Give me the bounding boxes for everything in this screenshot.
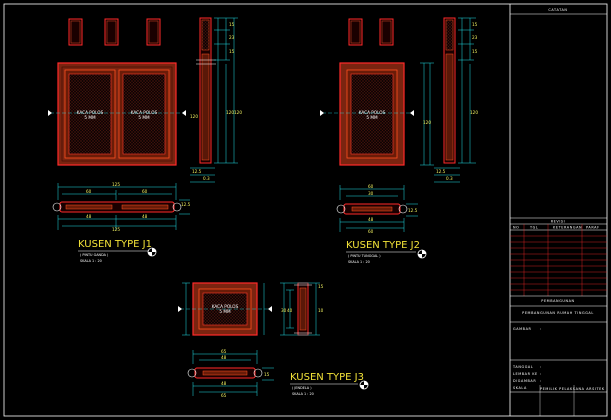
j2-glass-label-2: 5 MM bbox=[366, 115, 378, 120]
j2-dim-side-0: 15 bbox=[472, 22, 478, 27]
revision-col-tgl: TGL bbox=[529, 226, 538, 230]
j1-dim-side-4: 120 bbox=[226, 110, 234, 115]
title-block: CATATAN REVISI NO TGL KETERANGAN PARAF P… bbox=[509, 4, 607, 416]
revision-col-no: NO bbox=[513, 226, 519, 230]
j2-dim-side-4: 120 bbox=[470, 110, 478, 115]
j1-dim-top-1: 60 bbox=[86, 189, 92, 194]
j1-title: KUSEN TYPE J1 bbox=[78, 239, 152, 250]
j2-subtitle: ( PINTU TUNGGAL ) bbox=[348, 254, 381, 258]
j1-dim-bottom-0: 125 bbox=[112, 227, 120, 232]
j2-dim-side-2: 15 bbox=[472, 49, 478, 54]
j3-dim-side-2: 40 bbox=[287, 308, 293, 313]
j1-dim-side-0: 15 bbox=[229, 22, 235, 27]
drawn-colon: : bbox=[540, 379, 542, 383]
j2-dim-bottom-0: 60 bbox=[368, 229, 374, 234]
j1-dim-side-7: 12.5 bbox=[192, 169, 202, 174]
j1-top-detail-2 bbox=[104, 18, 119, 46]
j3-dim-side-0: 15 bbox=[318, 284, 324, 289]
j2-scale: SKALA 1 : 20 bbox=[348, 260, 370, 264]
j1-glass-label-right: KACA POLOS bbox=[131, 110, 158, 115]
frame-j1: KACA POLOS 5 MM KACA POLOS 5 MM 15 bbox=[48, 17, 242, 263]
drawing-colon: : bbox=[540, 327, 542, 331]
j3-title: KUSEN TYPE J3 bbox=[290, 372, 364, 383]
j2-dim-side-1: 23 bbox=[472, 35, 478, 40]
j2-glass-label: KACA POLOS bbox=[359, 110, 386, 115]
j3-glass-label-2: 5 MM bbox=[219, 309, 231, 314]
j2-dim-bottom-1: 48 bbox=[368, 217, 374, 222]
j1-dim-bottom-1: 48 bbox=[86, 214, 92, 219]
date-colon: : bbox=[540, 365, 542, 369]
j1-glass-label-left-2: 5 MM bbox=[84, 115, 96, 120]
j3-scale: SKALA 1 : 20 bbox=[292, 392, 314, 396]
revision-header: REVISI bbox=[551, 220, 566, 224]
j2-dim-top-0: 60 bbox=[368, 184, 374, 189]
j1-glass-label-left: KACA POLOS bbox=[77, 110, 104, 115]
j2-dim-side-7: 12.5 bbox=[436, 169, 446, 174]
sheet-colon: : bbox=[540, 372, 542, 376]
revision-col-keterangan: KETERANGAN bbox=[553, 226, 582, 230]
date-label: TANGGAL bbox=[512, 365, 533, 369]
revision-col-paraf: PARAF bbox=[586, 226, 600, 230]
frame-j2: KACA POLOS 5 MM 120 15 23 bbox=[320, 17, 478, 264]
j3-dim-side-4: 10 bbox=[318, 308, 324, 313]
j3-dim-top-1: 48 bbox=[221, 355, 227, 360]
j1-glass-label-right-2: 5 MM bbox=[138, 115, 150, 120]
j1-scale: SKALA 1 : 20 bbox=[80, 259, 102, 263]
j1-dim-side-2: 15 bbox=[229, 49, 235, 54]
j2-dim-top-1: 30 bbox=[368, 191, 374, 196]
j1-dim-top-0: 125 bbox=[112, 182, 120, 187]
sheet-label: LEMBAR KE bbox=[513, 372, 538, 376]
j1-dim-side-6: 120 bbox=[234, 110, 242, 115]
drawing-label: GAMBAR bbox=[513, 327, 532, 331]
j1-top-detail-3 bbox=[146, 18, 161, 46]
j1-top-detail-1 bbox=[68, 18, 83, 46]
j1-dim-side-1: 23 bbox=[229, 35, 235, 40]
j2-dim-side-8: 0.3 bbox=[446, 176, 453, 181]
j2-title: KUSEN TYPE J2 bbox=[346, 240, 420, 251]
scale-label: SKALA bbox=[513, 386, 527, 390]
j1-plan-section bbox=[59, 201, 175, 213]
j2-dim-height: 120 bbox=[423, 120, 431, 125]
frame-j3: KACA POLOS 5 MM 30 40 15 10 bbox=[178, 282, 369, 398]
project-title: PEMBANGUNAN RUMAH TINGGAL bbox=[522, 311, 594, 315]
owner-label: PEMBANGUNAN bbox=[541, 299, 574, 303]
j1-dim-side-8: 0.3 bbox=[203, 176, 210, 181]
notes-header: CATATAN bbox=[548, 8, 567, 12]
j1-subtitle: ( PINTU GANDA ) bbox=[80, 253, 109, 257]
sheet-border bbox=[3, 3, 608, 417]
j3-dim-plan-side: 15 bbox=[264, 372, 270, 377]
j3-glass-label: KACA POLOS bbox=[212, 304, 239, 309]
drawn-label: DIGAMBAR bbox=[513, 379, 536, 383]
j2-top-detail-2 bbox=[379, 18, 394, 46]
signature-labels: PEMILIK PELAKSANA ARSITEK bbox=[540, 387, 605, 391]
j3-dim-top-0: 65 bbox=[221, 349, 227, 354]
j1-dim-plan-side: 12.5 bbox=[181, 202, 191, 207]
j1-dim-top-2: 60 bbox=[142, 189, 148, 194]
j2-top-detail-1 bbox=[348, 18, 363, 46]
j3-dim-bottom-1: 48 bbox=[221, 381, 227, 386]
j1-dim-bottom-2: 48 bbox=[142, 214, 148, 219]
j3-subtitle: ( JENDELA ) bbox=[292, 386, 312, 390]
j3-dim-side-1: 30 bbox=[281, 308, 287, 313]
j2-dim-plan-side: 12.5 bbox=[408, 208, 418, 213]
j1-dim-height: 120 bbox=[190, 114, 198, 119]
j3-dim-bottom-0: 65 bbox=[221, 393, 227, 398]
